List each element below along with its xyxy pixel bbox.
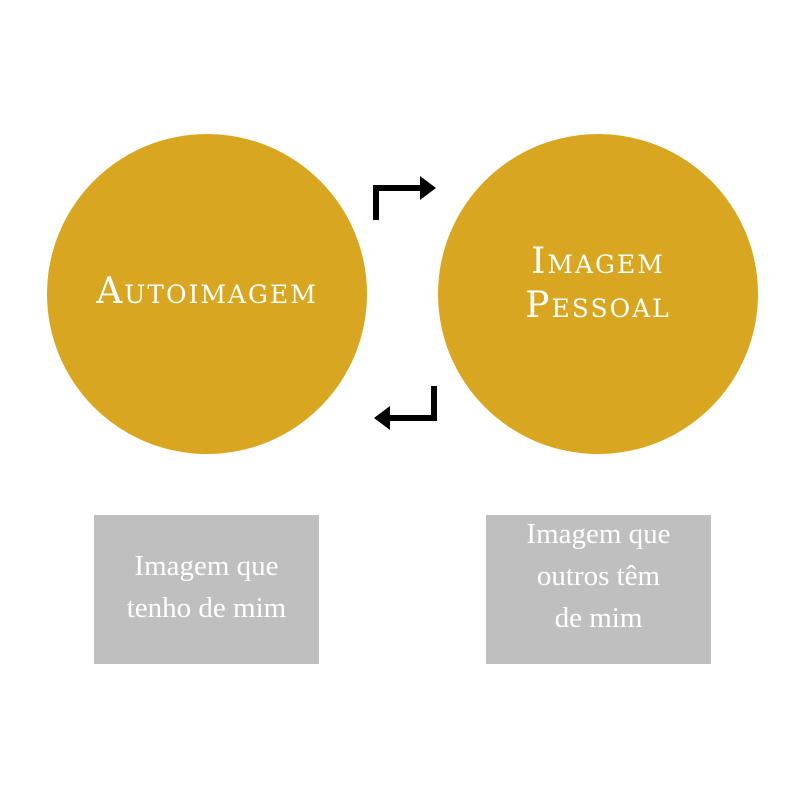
self-image-description-box: Imagem que tenho de mim	[94, 515, 319, 664]
personal-image-description: Imagem que outros têm de mim	[526, 517, 671, 634]
arrow-turn-right-icon	[373, 176, 436, 220]
autoimagem-label: Autoimagem	[96, 271, 318, 312]
self-image-description: Imagem que tenho de mim	[126, 549, 287, 624]
imagem-pessoal-circle: Imagem Pessoal	[438, 134, 758, 454]
imagem-pessoal-label: Imagem Pessoal	[525, 241, 671, 326]
autoimagem-circle: Autoimagem	[47, 134, 367, 454]
personal-image-description-box: Imagem que outros têm de mim	[486, 515, 711, 664]
arrow-return-left-icon	[374, 386, 437, 430]
